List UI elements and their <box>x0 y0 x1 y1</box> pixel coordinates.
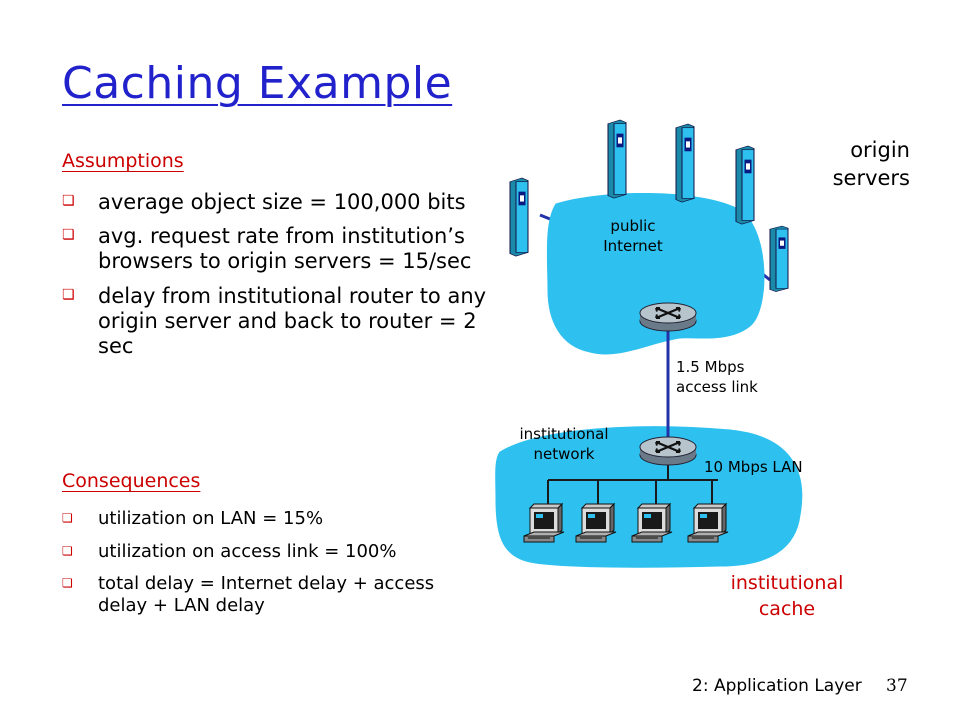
slide-title: Caching Example <box>62 58 453 109</box>
assumptions-heading: Assumptions <box>62 150 184 172</box>
list-item: ❏delay from institutional router to any … <box>62 283 487 358</box>
page-number: 37 <box>886 676 908 696</box>
access-link-label: 1.5 Mbps access link <box>676 358 758 397</box>
origin-server <box>675 123 695 203</box>
router-icon <box>638 435 698 467</box>
footer-chapter: 2: Application Layer <box>692 676 862 696</box>
origin-server <box>607 119 627 199</box>
list-item: ❏total delay = Internet delay + access d… <box>62 573 435 616</box>
public-internet-cloud <box>546 193 765 355</box>
origin-server <box>735 145 755 225</box>
public-internet-label: public Internet <box>603 217 663 256</box>
list-item: ❏average object size = 100,000 bits <box>62 190 466 214</box>
consequences-list: ❏utilization on LAN = 15% ❏utilization o… <box>62 508 462 627</box>
origin-server <box>509 177 529 257</box>
institutional-cache-label: institutional cache <box>730 572 844 620</box>
institutional-network-label: institutional network <box>519 425 609 464</box>
list-item: ❏avg. request rate from institution’s br… <box>62 224 472 274</box>
bullet-icon: ❏ <box>62 576 73 591</box>
list-item: ❏utilization on LAN = 15% <box>62 508 324 529</box>
bullet-icon: ❏ <box>62 227 75 244</box>
bullet-icon: ❏ <box>62 193 75 209</box>
bullet-icon: ❏ <box>62 286 75 303</box>
consequences-heading: Consequences <box>62 470 201 492</box>
bullet-icon: ❏ <box>62 543 73 558</box>
lan-bus <box>547 457 718 508</box>
lan-label: 10 Mbps LAN <box>704 458 803 476</box>
assumptions-list: ❏average object size = 100,000 bits ❏avg… <box>62 190 492 368</box>
origin-servers-label: origin servers <box>832 138 910 191</box>
origin-server <box>769 225 789 293</box>
bullet-icon: ❏ <box>62 511 73 525</box>
router-icon <box>638 301 698 333</box>
list-item: ❏utilization on access link = 100% <box>62 540 397 562</box>
